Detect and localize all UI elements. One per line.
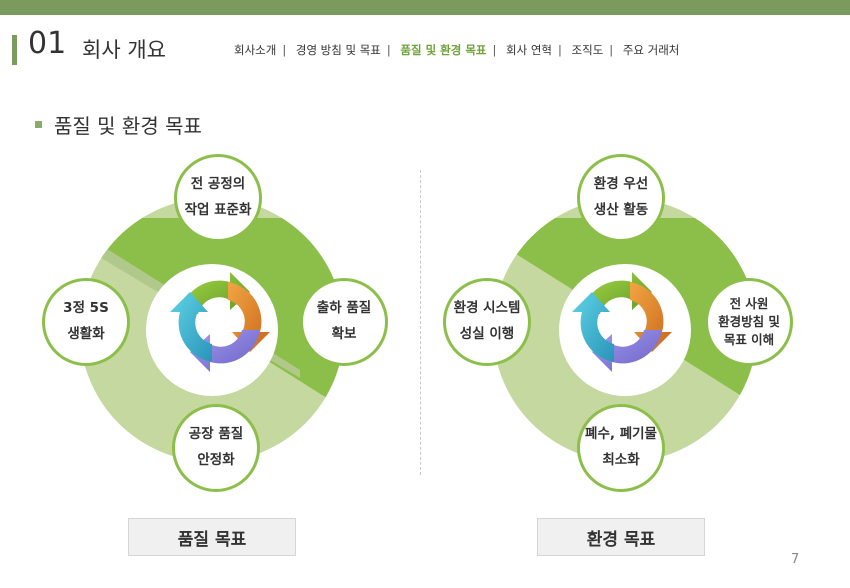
section-marker	[12, 35, 17, 65]
section-nav: 회사소개 | 경영 방침 및 목표 | 품질 및 환경 목표 | 회사 연혁 | 조직도…	[234, 42, 679, 58]
nav-item-quality-env[interactable]: 품질 및 환경 목표	[400, 43, 487, 57]
divider-line	[420, 170, 421, 475]
page-number: 7	[791, 552, 800, 567]
top-bar	[0, 0, 850, 15]
nav-separator: |	[386, 43, 391, 57]
nav-separator: |	[558, 43, 562, 57]
nav-item-org-chart[interactable]: 조직도	[571, 43, 604, 57]
environment-node-bottom: 폐수, 폐기물 최소화	[577, 404, 665, 492]
nav-item-clients[interactable]: 주요 거래처	[622, 43, 680, 57]
quality-node-top: 전 공정의 작업 표준화	[174, 154, 262, 242]
nav-item-history[interactable]: 회사 연혁	[506, 43, 553, 57]
section-title: 회사 개요	[82, 38, 166, 62]
nav-item-company-intro[interactable]: 회사소개	[234, 43, 277, 57]
quality-node-left: 3정 5S 생활화	[42, 278, 130, 366]
environment-ring	[493, 198, 757, 462]
nav-item-management-policy[interactable]: 경영 방침 및 목표	[295, 43, 381, 57]
environment-node-left: 환경 시스템 성실 이행	[443, 278, 531, 366]
environment-node-top: 환경 우선 생산 활동	[577, 154, 665, 242]
nav-separator: |	[282, 43, 287, 57]
page-subtitle: 품질 및 환경 목표	[54, 114, 202, 138]
environment-node-right: 전 사원 환경방침 및 목표 이해	[705, 278, 793, 366]
section-number: 01	[28, 26, 67, 61]
environment-goal-label: 환경 목표	[537, 518, 705, 556]
nav-separator: |	[492, 43, 497, 57]
subtitle-bullet	[35, 121, 42, 128]
quality-goal-label: 품질 목표	[128, 518, 296, 556]
quality-ring	[80, 198, 344, 462]
quality-node-right: 출하 품질 확보	[300, 278, 388, 366]
quality-node-bottom: 공장 품질 안정화	[172, 404, 260, 492]
nav-separator: |	[609, 43, 614, 57]
